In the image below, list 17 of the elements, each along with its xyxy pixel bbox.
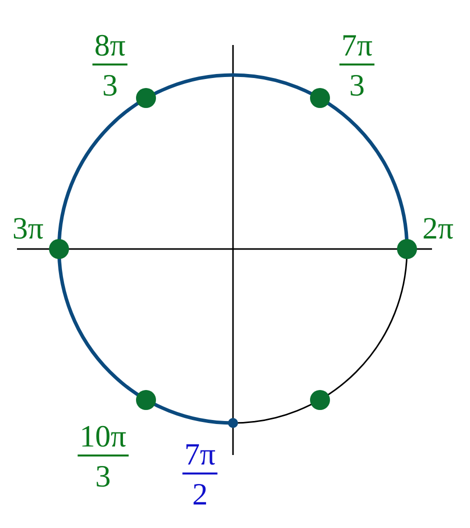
fraction-denominator: 3 [94, 460, 112, 492]
fraction-numerator: 7π [183, 438, 217, 470]
fraction-denominator: 3 [101, 70, 119, 100]
point-marker [136, 88, 156, 108]
angle-label: 3π [11, 212, 45, 244]
point-marker [49, 239, 69, 259]
point-marker [397, 239, 417, 259]
angle-label: 2π [421, 212, 455, 244]
fraction-denominator: 3 [348, 70, 366, 100]
fraction-numerator: 10π [78, 420, 128, 452]
fraction-numerator: 7π [340, 30, 374, 60]
point-marker [136, 390, 156, 410]
point-marker [310, 390, 330, 410]
fraction-numerator: 8π [93, 30, 127, 60]
point-marker [228, 418, 238, 428]
fraction-denominator: 2 [191, 478, 209, 510]
point-marker [310, 88, 330, 108]
